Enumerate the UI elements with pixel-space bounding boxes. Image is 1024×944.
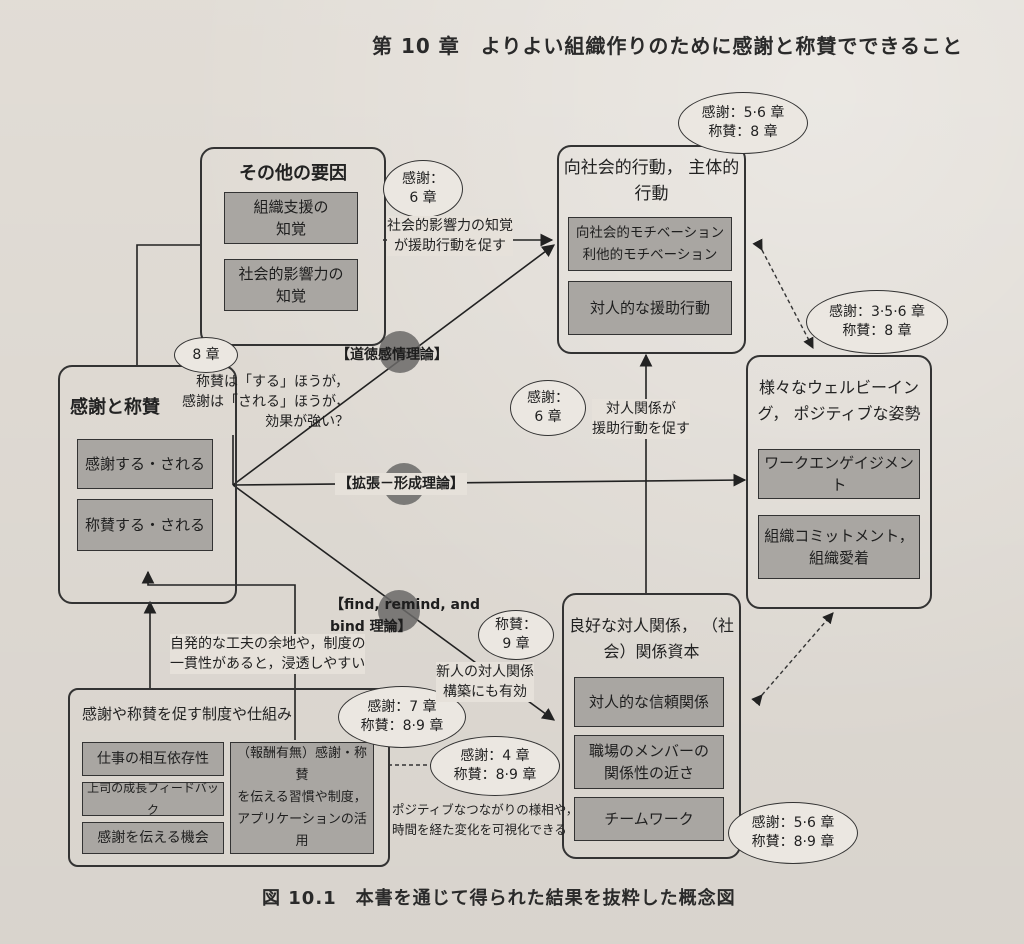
prosocial-title: 向社会的行動， 主体的行動 bbox=[563, 158, 740, 204]
theory-dot-find-remind-bind bbox=[378, 590, 420, 632]
label-newcomer: 新人の対人関係 構築にも有効 bbox=[436, 662, 534, 702]
item-social-influence: 社会的影響力の 知覚 bbox=[224, 259, 358, 311]
item-giving-receiving-gratitude: 感謝する・される bbox=[77, 439, 213, 489]
bubble-systems-chapters: 感謝：7 章 称賛：8·9 章 bbox=[338, 686, 466, 748]
chapter-heading: 第 10 章 よりよい組織作りのために感謝と称賛でできること bbox=[372, 34, 963, 58]
other-factors-box: その他の要因 組織支援の 知覚 社会的影響力の 知覚 bbox=[200, 147, 386, 346]
bubble-social-influence: 感謝： 6 章 bbox=[383, 160, 463, 218]
item-prosocial-motivation: 向社会的モチベーション 利他的モチベーション bbox=[568, 217, 732, 271]
theory-find-remind-bind: 【find, remind, and bind 理論】 bbox=[330, 597, 480, 635]
wellbeing-box: 様々なウェルビーイング， ポジティブな姿勢 ワークエンゲイジメント 組織コミット… bbox=[746, 355, 932, 609]
bubble-positive-chapters: 感謝：4 章 称賛：8·9 章 bbox=[430, 736, 560, 796]
label-autonomy: 自発的な工夫の余地や，制度の 一貫性があると，浸透しやすい bbox=[170, 634, 366, 674]
item-giving-receiving-praise: 称賛する・される bbox=[77, 499, 213, 551]
relationships-title: 良好な対人関係， （社会）関係資本 bbox=[568, 616, 735, 661]
arrow-broaden-build bbox=[232, 473, 747, 487]
theory-moral-affect: 【道徳感情理論】 bbox=[336, 347, 448, 363]
item-task-interdependence: 仕事の相互依存性 bbox=[82, 742, 224, 776]
connector-other-factors bbox=[136, 244, 200, 365]
label-relationship-help: 対人関係が 援助行動を促す bbox=[592, 399, 690, 439]
systems-box: 感謝や称賛を促す制度や仕組み 仕事の相互依存性 上司の成長フィードバック 感謝を… bbox=[68, 688, 390, 867]
bubble-teamwork-chapters: 感謝：5·6 章 称賛：8·9 章 bbox=[728, 802, 858, 864]
bubble-prosocial-chapters: 感謝：5·6 章 称賛：8 章 bbox=[678, 92, 808, 154]
bubble-wellbeing-chapters: 感謝：3·5·6 章 称賛：8 章 bbox=[806, 290, 948, 354]
systems-title: 感謝や称賛を促す制度や仕組み bbox=[82, 705, 293, 723]
item-teamwork: チームワーク bbox=[574, 797, 724, 841]
prosocial-box: 向社会的行動， 主体的行動 向社会的モチベーション 利他的モチベーション 対人的… bbox=[557, 145, 746, 354]
dashed-prosocial-wellbeing bbox=[752, 238, 814, 349]
gratitude-praise-box: 感謝と称賛 感謝する・される 称賛する・される bbox=[58, 365, 237, 604]
item-supervisor-feedback: 上司の成長フィードバック bbox=[82, 781, 224, 817]
bubble-newcomer: 称賛： 9 章 bbox=[478, 610, 554, 660]
figure-caption: 図 10.1 本書を通じて得られた結果を抜粋した概念図 bbox=[262, 888, 736, 909]
item-gratitude-opportunity: 感謝を伝える機会 bbox=[82, 822, 224, 854]
item-org-commitment: 組織コミットメント， 組織愛着 bbox=[758, 515, 920, 579]
theory-broaden-build: 【拡張－形成理論】 bbox=[335, 473, 467, 495]
item-interpersonal-help: 対人的な援助行動 bbox=[568, 281, 732, 335]
item-org-support: 組織支援の 知覚 bbox=[224, 192, 358, 244]
item-work-engagement: ワークエンゲイジメント bbox=[758, 449, 920, 499]
label-positive-connections: ポジティブなつながりの様相や， 時間を経た変化を可視化できる bbox=[392, 802, 579, 837]
bubble-relationship-help: 感謝： 6 章 bbox=[510, 380, 586, 436]
item-member-closeness: 職場のメンバーの 関係性の近さ bbox=[574, 735, 724, 789]
item-interpersonal-trust: 対人的な信頼関係 bbox=[574, 677, 724, 727]
label-praise-note: 称賛は「する」ほうが， 感謝は「される」ほうが， 効果が強い？ bbox=[182, 374, 350, 430]
relationships-box: 良好な対人関係， （社会）関係資本 対人的な信頼関係 職場のメンバーの 関係性の… bbox=[562, 593, 741, 859]
item-habits-apps: （報酬有無）感謝・称賛 を伝える習慣や制度， アプリケーションの活用 bbox=[230, 742, 374, 854]
other-factors-title: その他の要因 bbox=[239, 163, 347, 184]
dashed-relationships-wellbeing bbox=[751, 612, 834, 707]
bubble-praise-ch8: 8 章 bbox=[174, 337, 238, 373]
wellbeing-title: 様々なウェルビーイング， ポジティブな姿勢 bbox=[757, 378, 921, 423]
gratitude-praise-title: 感謝と称賛 bbox=[70, 397, 160, 418]
theory-dot-moral-affect bbox=[379, 331, 421, 373]
label-social-influence: 社会的影響力の知覚 が援助行動を促す bbox=[387, 216, 513, 256]
